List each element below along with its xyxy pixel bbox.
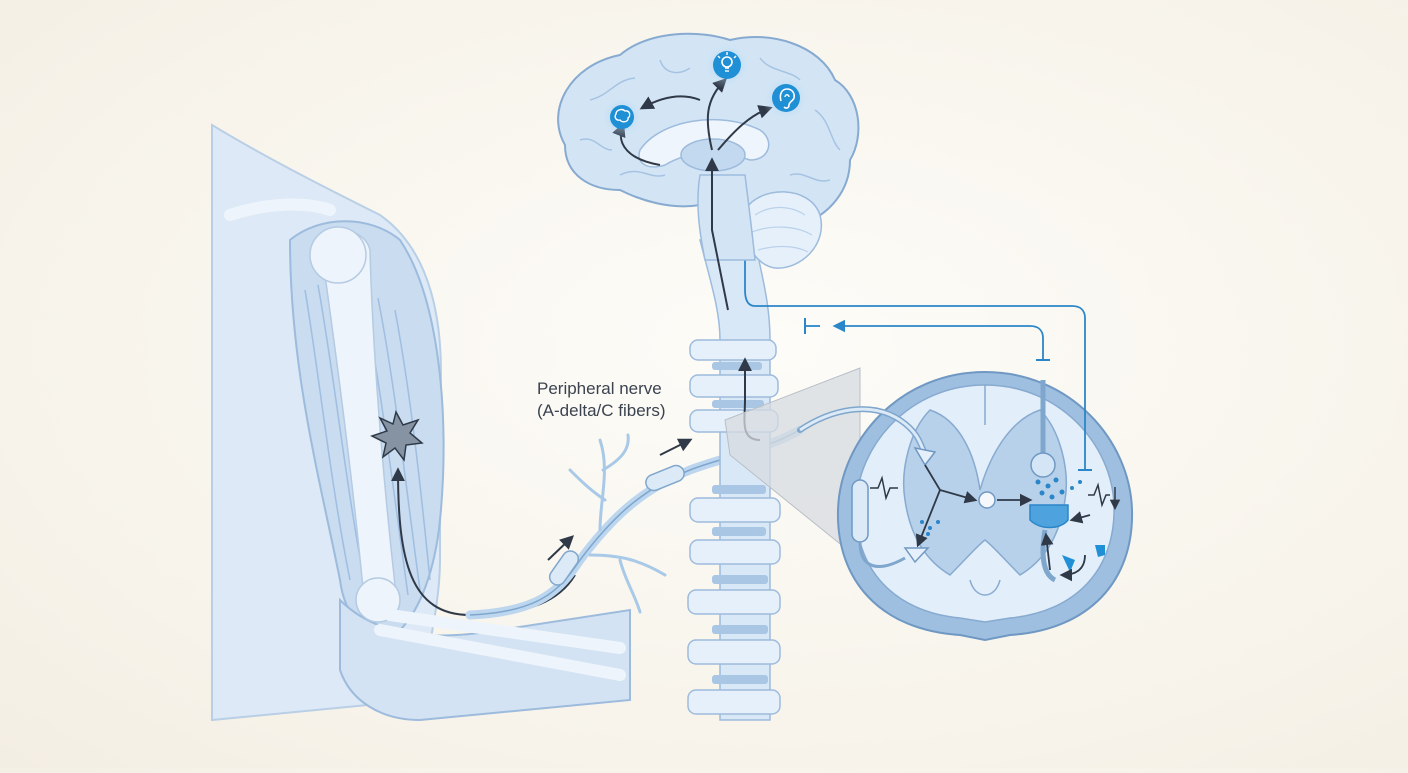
myelin-sheath xyxy=(645,464,685,492)
brainstem xyxy=(697,174,756,261)
perception-icons xyxy=(600,41,810,139)
spinal-column xyxy=(687,239,781,721)
brain-signal-arrow xyxy=(705,157,729,311)
clavicle-bone xyxy=(224,198,336,221)
receptor-blue-marker xyxy=(1095,545,1105,557)
signal-waveform-icon xyxy=(870,475,898,501)
peripheral-nerve-label: Peripheral nerve (A-delta/C fibers) xyxy=(537,378,665,422)
vertebra xyxy=(689,374,779,398)
vertebra xyxy=(689,539,781,565)
vertebra xyxy=(689,339,777,361)
ascending-descending-tracts xyxy=(738,157,1086,470)
arm-illustration xyxy=(211,123,631,722)
receptor-site xyxy=(1029,504,1069,529)
signal-direction-arrow xyxy=(547,535,575,561)
receptor-blue-marker xyxy=(1062,555,1075,572)
vertebra xyxy=(689,497,781,523)
nociceptor-fiber xyxy=(391,467,576,617)
brain-signal-arrow xyxy=(717,105,773,151)
peripheral-nerve-label-line2: (A-delta/C fibers) xyxy=(537,401,666,420)
vertebra xyxy=(687,689,781,715)
brain-signal-arrow xyxy=(639,95,701,110)
ear-icon xyxy=(762,74,810,122)
cerebellum xyxy=(743,191,823,269)
signal-waveform-icon xyxy=(1088,482,1110,508)
synaptic-terminal xyxy=(1030,452,1056,478)
neuron-cell-body xyxy=(913,446,937,467)
vertebra xyxy=(687,639,781,665)
lightbulb-icon xyxy=(703,41,751,89)
descending-modulation-line xyxy=(832,319,1044,360)
radius-bone xyxy=(384,609,626,654)
pain-burst-icon xyxy=(370,409,424,462)
myelin-sheath xyxy=(548,550,580,586)
axon-capsule xyxy=(851,479,869,543)
spinal-cord-cross-section xyxy=(797,359,1134,642)
brain-icon xyxy=(600,95,644,139)
neuron-cell-body xyxy=(903,547,930,564)
shoulder-joint xyxy=(309,226,367,284)
interneuron xyxy=(978,491,996,509)
peripheral-nerve-label-line1: Peripheral nerve xyxy=(537,379,662,398)
ulna-bone xyxy=(374,624,626,681)
spinothalamic-tract xyxy=(738,157,1086,470)
signal-direction-arrow xyxy=(659,438,693,456)
vertebra xyxy=(687,589,781,615)
